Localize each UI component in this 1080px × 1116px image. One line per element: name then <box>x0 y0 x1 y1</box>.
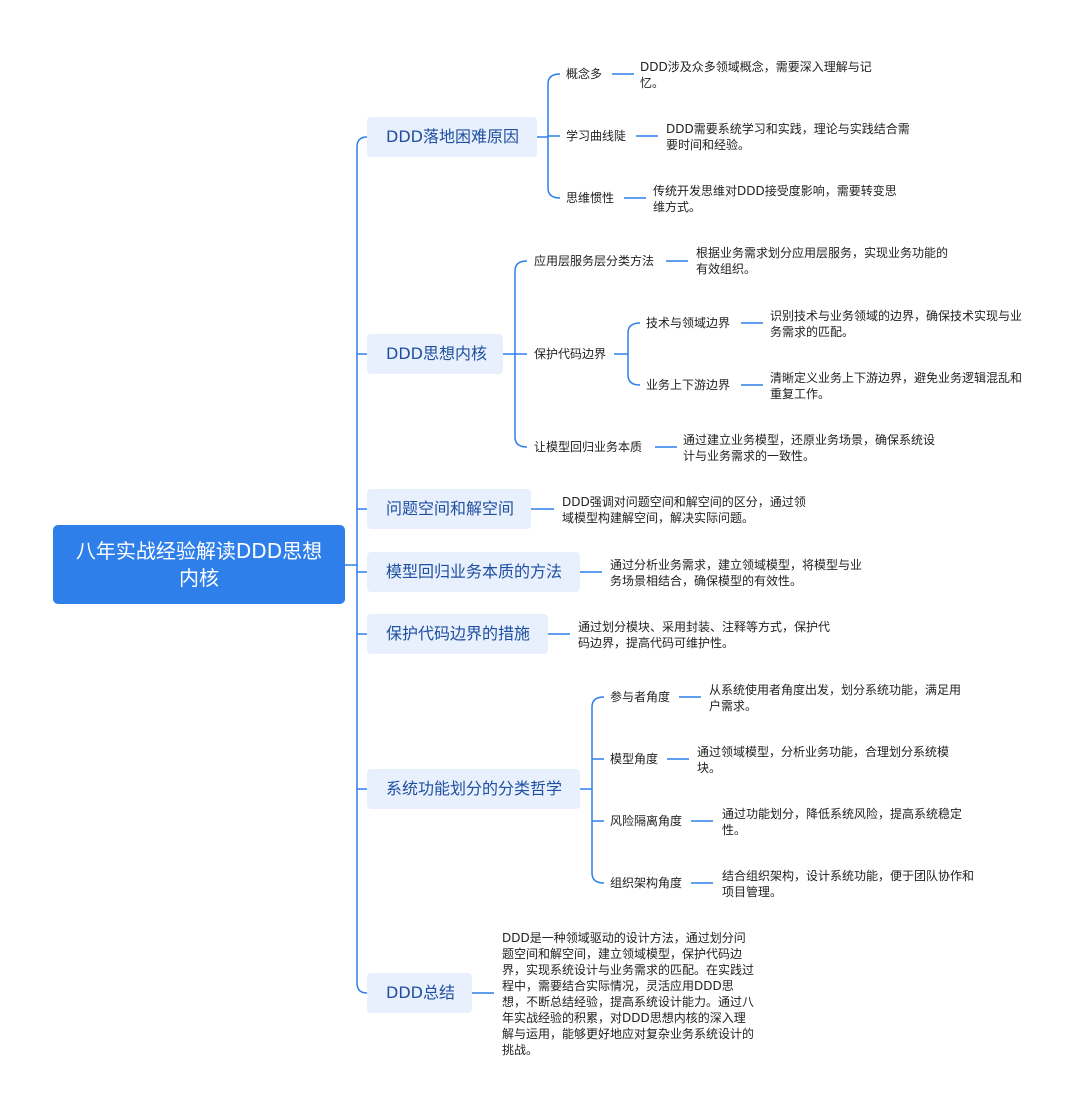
topic-steep-learning[interactable]: 学习曲线陡 <box>566 129 627 143</box>
branch-code-boundary-measures[interactable]: 保护代码边界的措施 <box>367 614 548 654</box>
topic-participant-view[interactable]: 参与者角度 <box>610 690 671 704</box>
topic-risk-isolation-view[interactable]: 风险隔离角度 <box>610 814 683 828</box>
branch-function-division[interactable]: 系统功能划分的分类哲学 <box>367 769 580 809</box>
note-thinking-inertia: 传统开发思维对DDD接受度影响，需要转变思维方式。 <box>653 184 897 214</box>
note-risk-isolation-view: 通过功能划分，降低系统风险，提高系统稳定性。 <box>722 807 963 837</box>
topic-protect-code-boundary[interactable]: 保护代码边界 <box>534 347 607 361</box>
note-problem-solution-space: DDD强调对问题空间和解空间的区分，通过领域模型构建解空间，解决实际问题。 <box>562 495 806 525</box>
note-model-method: 通过分析业务需求，建立领域模型，将模型与业务场景相结合，确保模型的有效性。 <box>610 558 863 588</box>
root-topic-label: 八年实战经验解读DDD思想内核 <box>75 538 323 590</box>
branch-ddd-difficulty[interactable]: DDD落地困难原因 <box>367 117 537 157</box>
topic-many-concepts[interactable]: 概念多 <box>566 67 603 81</box>
topic-model-business-essence[interactable]: 让模型回归业务本质 <box>534 440 643 454</box>
note-code-boundary-measures: 通过划分模块、采用封装、注释等方式，保护代码边界，提高代码可维护性。 <box>578 620 831 650</box>
branch-ddd-core[interactable]: DDD思想内核 <box>367 334 503 374</box>
note-org-structure-view: 结合组织架构，设计系统功能，便于团队协作和项目管理。 <box>722 869 975 899</box>
topic-org-structure-view[interactable]: 组织架构角度 <box>610 876 683 890</box>
note-app-service-classification: 根据业务需求划分应用层服务，实现业务功能的有效组织。 <box>696 246 949 276</box>
branch-ddd-summary[interactable]: DDD总结 <box>367 973 472 1013</box>
note-model-business-essence: 通过建立业务模型，还原业务场景，确保系统设计与业务需求的一致性。 <box>683 433 936 463</box>
note-model-view: 通过领域模型，分析业务功能，合理划分系统模块。 <box>697 745 950 775</box>
topic-app-service-classification[interactable]: 应用层服务层分类方法 <box>534 254 655 268</box>
note-tech-domain-boundary: 识别技术与业务领域的边界，确保技术实现与业务需求的匹配。 <box>770 309 1023 339</box>
note-participant-view: 从系统使用者角度出发，划分系统功能，满足用户需求。 <box>709 683 962 713</box>
topic-tech-domain-boundary[interactable]: 技术与领域边界 <box>646 316 731 330</box>
topic-business-boundary[interactable]: 业务上下游边界 <box>646 378 731 392</box>
branch-problem-solution-space[interactable]: 问题空间和解空间 <box>367 489 531 529</box>
note-ddd-summary: DDD是一种领域驱动的设计方法，通过划分问题空间和解空间，建立领域模型，保护代码… <box>502 931 755 1057</box>
branch-model-method[interactable]: 模型回归业务本质的方法 <box>367 552 580 592</box>
note-many-concepts: DDD涉及众多领域概念，需要深入理解与记忆。 <box>640 60 872 90</box>
note-steep-learning: DDD需要系统学习和实践，理论与实践结合需要时间和经验。 <box>666 122 910 152</box>
topic-model-view[interactable]: 模型角度 <box>610 752 659 766</box>
note-business-boundary: 清晰定义业务上下游边界，避免业务逻辑混乱和重复工作。 <box>770 371 1023 401</box>
topic-thinking-inertia[interactable]: 思维惯性 <box>566 191 615 205</box>
root-topic[interactable]: 八年实战经验解读DDD思想内核 <box>53 525 345 604</box>
